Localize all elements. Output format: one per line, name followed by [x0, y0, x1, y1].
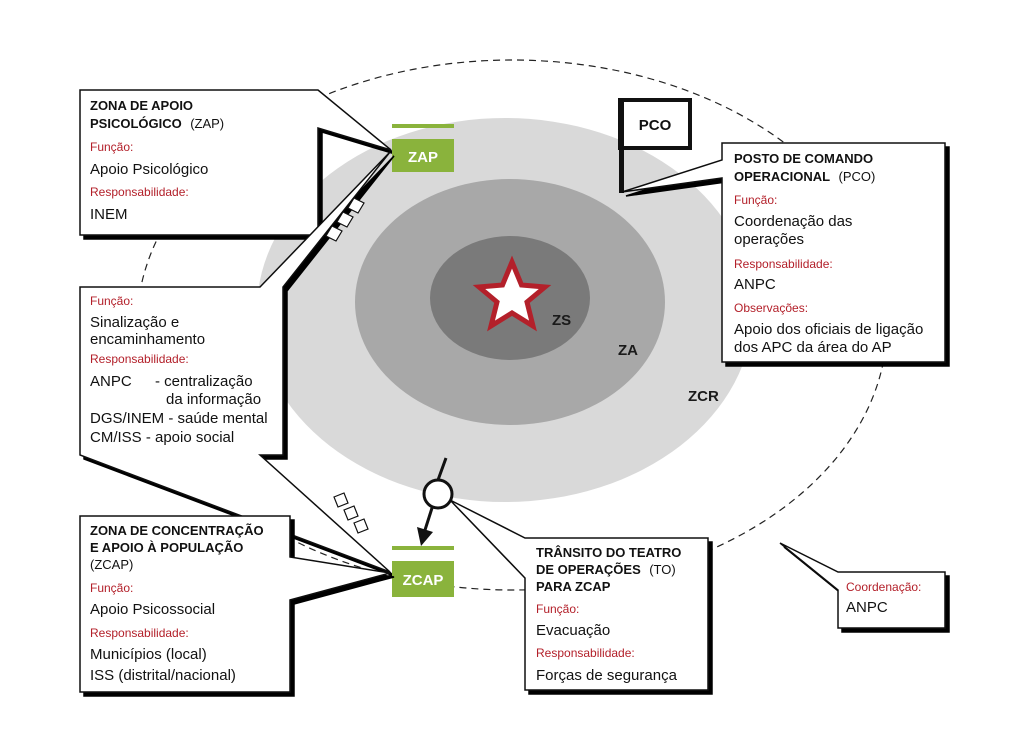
signaling-function-line1: Sinalização e — [90, 314, 179, 331]
to-function-value: Evacuação — [536, 622, 610, 639]
incident-star-icon — [472, 255, 552, 332]
zap-callout: ZONA DE APOIO PSICOLÓGICO (ZAP) Função: … — [79, 89, 392, 236]
signaling-row1-left: ANPC — [90, 373, 132, 390]
signaling-row1-right-line1: - centralização — [155, 373, 253, 390]
pco-title-line2-bold: OPERACIONAL — [734, 169, 830, 184]
zap-function-caption: Função: — [90, 140, 133, 154]
pco-title-line2-plain: (PCO) — [839, 169, 876, 184]
zap-tag-label: ZAP — [408, 149, 438, 166]
zcap-tag-label: ZCAP — [403, 572, 444, 589]
coordination-value: ANPC — [846, 599, 888, 616]
pco-observations-line2: dos APC da área do AP — [734, 339, 892, 356]
pco-function-value-line1: Coordenação das — [734, 213, 852, 230]
zap-title-line2-plain: (ZAP) — [190, 116, 224, 131]
zcr-label: ZCR — [688, 388, 719, 405]
coordination-callout: Coordenação: ANPC — [779, 542, 946, 629]
pco-responsibility-value: ANPC — [734, 276, 776, 293]
zcap-title-line1: ZONA DE CONCENTRAÇÃO — [90, 523, 264, 538]
zcap-function-caption: Função: — [90, 581, 133, 595]
signaling-row3: CM/ISS - apoio social — [90, 429, 234, 446]
pco-flag-icon: PCO — [618, 98, 692, 193]
za-label: ZA — [618, 342, 638, 359]
to-title-line2-plain: (TO) — [649, 562, 675, 577]
zcap-responsibility-caption: Responsabilidade: — [90, 626, 189, 640]
zcap-responsibility-line1: Municípios (local) — [90, 646, 207, 663]
pco-flag-label: PCO — [639, 117, 672, 134]
zap-responsibility-value: INEM — [90, 206, 128, 223]
signaling-row2: DGS/INEM - saúde mental — [90, 410, 268, 427]
to-responsibility-value: Forças de segurança — [536, 667, 678, 684]
to-function-caption: Função: — [536, 602, 579, 616]
signaling-function-caption: Função: — [90, 294, 133, 308]
pco-observations-caption: Observações: — [734, 301, 808, 315]
transit-circle-icon — [417, 457, 454, 546]
signaling-row1-right-line2: da informação — [166, 391, 261, 408]
pco-title-line1: POSTO DE COMANDO — [734, 151, 873, 166]
svg-text:PSICOLÓGICO (ZAP): PSICOLÓGICO (ZAP) — [90, 115, 224, 132]
pointer-hatch-upper-1 — [347, 197, 365, 214]
zap-title-line2-bold: PSICOLÓGICO — [90, 116, 182, 131]
to-title-line1: TRÂNSITO DO TEATRO — [536, 545, 681, 560]
zcap-tag: ZCAP — [392, 546, 454, 597]
zs-label: ZS — [552, 312, 571, 329]
pco-responsibility-caption: Responsabilidade: — [734, 257, 833, 271]
zap-title-line1: ZONA DE APOIO — [90, 98, 193, 113]
signaling-callout: Função: Sinalização e encaminhamento Res… — [79, 151, 391, 573]
zcap-callout: ZONA DE CONCENTRAÇÃO E APOIO À POPULAÇÃO… — [79, 515, 391, 693]
pointer-hatch-lower-1 — [333, 492, 349, 508]
to-title-line3: PARA ZCAP — [536, 579, 611, 594]
svg-text:DE OPERAÇÕES (TO): DE OPERAÇÕES (TO) — [536, 561, 676, 578]
zap-responsibility-caption: Responsabilidade: — [90, 185, 189, 199]
signaling-function-line2: encaminhamento — [90, 331, 205, 348]
to-title-line2-bold: DE OPERAÇÕES — [536, 562, 641, 577]
coordination-caption: Coordenação: — [846, 580, 921, 594]
to-responsibility-caption: Responsabilidade: — [536, 646, 635, 660]
svg-text:OPERACIONAL (PCO): OPERACIONAL (PCO) — [734, 168, 875, 185]
pco-function-caption: Função: — [734, 193, 777, 207]
pointer-hatch-upper-3 — [325, 225, 343, 242]
pointer-hatch-upper-2 — [336, 211, 354, 228]
pointer-hatch-lower-2 — [343, 505, 359, 521]
signaling-responsibility-caption: Responsabilidade: — [90, 352, 189, 366]
zcap-function-value: Apoio Psicossocial — [90, 601, 215, 618]
zap-function-value: Apoio Psicológico — [90, 161, 208, 178]
pco-function-value-line2: operações — [734, 231, 804, 248]
pointer-hatch-lower-3 — [353, 518, 369, 534]
zcap-responsibility-line2: ISS (distrital/nacional) — [90, 667, 236, 684]
zap-tag: ZAP — [392, 124, 454, 172]
pco-observations-line1: Apoio dos oficiais de ligação — [734, 321, 923, 338]
to-callout: TRÂNSITO DO TEATRO DE OPERAÇÕES (TO) PAR… — [449, 499, 709, 691]
zcap-title-line3: (ZCAP) — [90, 557, 133, 572]
pco-callout: POSTO DE COMANDO OPERACIONAL (PCO) Funçã… — [621, 142, 946, 363]
zcap-title-line2: E APOIO À POPULAÇÃO — [90, 540, 243, 555]
